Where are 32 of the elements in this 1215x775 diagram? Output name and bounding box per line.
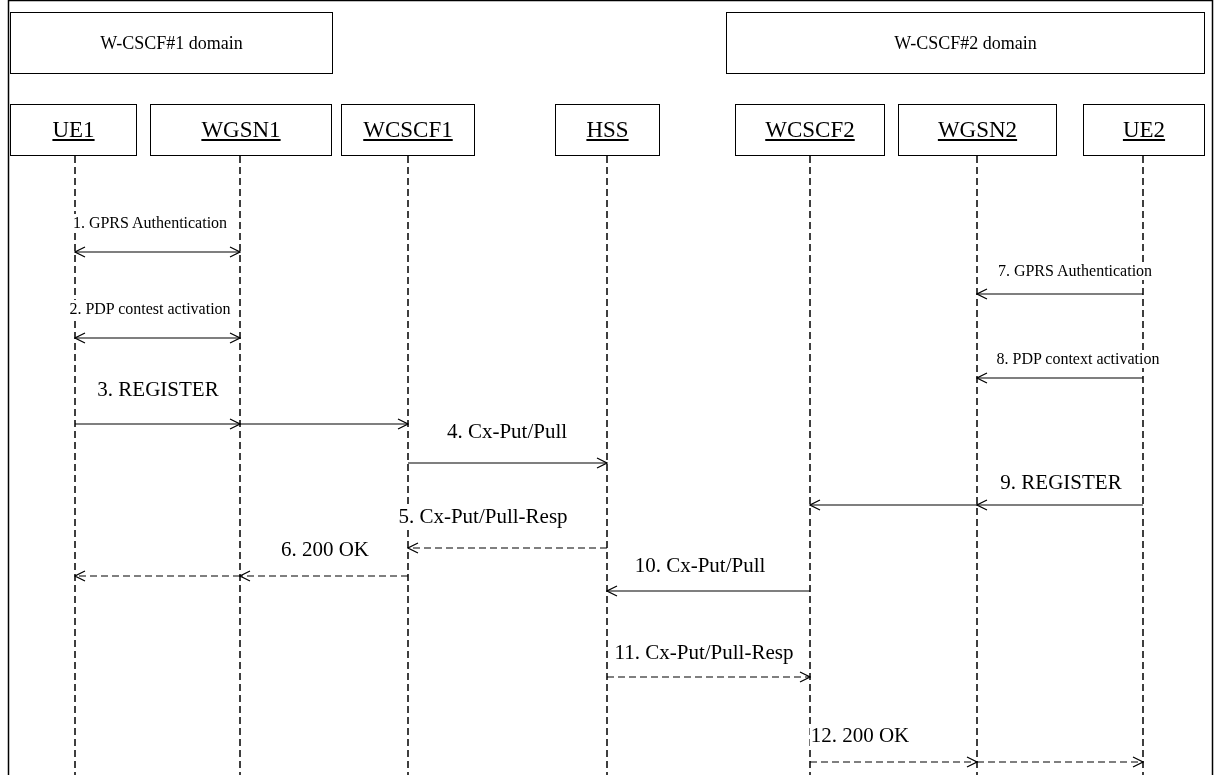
participant-name: UE1 [52,117,95,143]
participant-name: HSS [586,117,629,143]
domain-name: W-CSCF#2 domain [894,32,1037,54]
message-label: 2. PDP contest activation [68,300,232,318]
message-arrow [74,246,241,258]
message-arrow [976,756,1144,768]
participant-name: UE2 [1122,117,1166,143]
participant-name: WCSCF2 [765,117,855,143]
message-arrow [407,542,608,554]
message-arrow [74,570,241,582]
domain-name: W-CSCF#1 domain [100,32,243,54]
message-label: 8. PDP context activation [995,350,1161,368]
message-arrow [976,372,1144,384]
message-arrow [74,418,241,430]
domain-box [726,12,1205,74]
participant-name: WCSCF1 [363,117,453,143]
message-arrow [606,585,811,597]
participant-name: WGSN1 [201,117,281,143]
message-arrow [606,671,811,683]
participant-name: WGSN2 [937,117,1018,143]
message-arrow [809,756,978,768]
message-label: 5. Cx-Put/Pull-Resp [397,505,569,529]
message-label: 1. GPRS Authentication [71,214,229,232]
message-arrow [976,499,1144,511]
message-label: 7. GPRS Authentication [996,262,1154,280]
domain-box [10,12,333,74]
message-arrow [976,288,1144,300]
message-arrow [407,457,608,469]
message-arrow [239,418,409,430]
message-arrow [74,332,241,344]
message-arrow [239,570,409,582]
message-arrow [809,499,978,511]
